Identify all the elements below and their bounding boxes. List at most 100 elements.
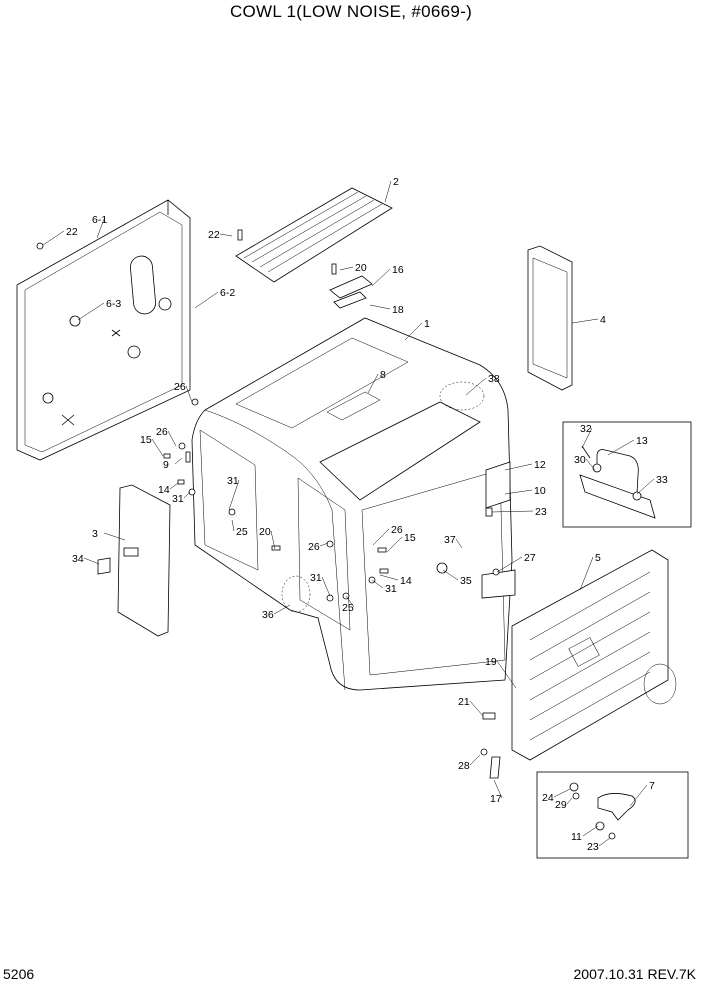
leader-line-c-5 bbox=[579, 556, 594, 591]
callout-c-21: 21 bbox=[458, 696, 470, 708]
callout-c-14a: 14 bbox=[158, 484, 170, 496]
leader-line-c-6-1 bbox=[96, 218, 105, 239]
leader-line-c-16 bbox=[371, 268, 391, 287]
leader-line-c-20a bbox=[339, 266, 354, 271]
leader-line-c-29 bbox=[566, 797, 573, 805]
page-number: 5206 bbox=[3, 966, 35, 982]
leader-line-c-14b bbox=[379, 574, 399, 581]
leader-line-c-31c bbox=[321, 576, 331, 597]
leader-line-c-15a bbox=[151, 438, 164, 457]
leader-line-c-19 bbox=[496, 660, 517, 689]
callout-c-23a: 23 bbox=[535, 506, 547, 518]
radiator-grille-assembly bbox=[511, 549, 677, 761]
callout-c-34: 34 bbox=[72, 553, 84, 565]
callout-c-13: 13 bbox=[636, 435, 648, 447]
leader-line-c-37 bbox=[455, 538, 463, 549]
leader-line-c-25b bbox=[345, 595, 355, 608]
callout-c-6-2: 6-2 bbox=[220, 287, 235, 299]
top-grille bbox=[235, 187, 393, 283]
leader-line-c-34 bbox=[83, 557, 100, 565]
leader-line-c-22b bbox=[219, 233, 233, 237]
detail-box-latch bbox=[536, 771, 689, 859]
page-title: COWL 1(LOW NOISE, #0669-) bbox=[229, 2, 473, 21]
callout-c-29: 29 bbox=[555, 799, 567, 811]
cowl-body bbox=[191, 317, 516, 691]
leader-line-c-27 bbox=[496, 556, 523, 573]
callout-c-5: 5 bbox=[595, 552, 601, 564]
callout-c-15a: 15 bbox=[140, 434, 152, 446]
callout-c-9: 9 bbox=[163, 459, 169, 471]
callout-c-15b: 15 bbox=[404, 532, 416, 544]
leader-line-c-18 bbox=[369, 304, 391, 310]
callout-c-31b: 31 bbox=[227, 475, 239, 487]
callout-c-1: 1 bbox=[424, 318, 430, 330]
callout-c-23b: 23 bbox=[587, 841, 599, 853]
callout-c-20a: 20 bbox=[355, 262, 367, 274]
callout-c-11: 11 bbox=[571, 831, 582, 843]
callout-c-22a: 22 bbox=[66, 226, 78, 238]
callout-c-31d: 31 bbox=[385, 583, 397, 595]
leader-line-c-31b bbox=[228, 479, 240, 511]
leader-line-c-10 bbox=[504, 489, 533, 495]
callout-c-38: 38 bbox=[488, 373, 500, 385]
leader-line-c-23b bbox=[598, 837, 611, 847]
callout-c-8: 8 bbox=[380, 369, 386, 381]
leader-line-c-26b bbox=[167, 430, 177, 447]
callout-c-16: 16 bbox=[392, 264, 404, 276]
leader-line-c-17 bbox=[493, 779, 503, 799]
leader-line-c-7 bbox=[629, 784, 648, 807]
leader-line-c-3 bbox=[103, 532, 126, 541]
callout-c-28: 28 bbox=[458, 760, 470, 772]
callout-c-18: 18 bbox=[392, 304, 404, 316]
perforated-cover-right bbox=[527, 245, 573, 391]
leader-line-c-15b bbox=[386, 536, 403, 553]
leader-line-c-21 bbox=[469, 700, 484, 717]
callout-c-19: 19 bbox=[485, 656, 497, 668]
callout-c-26a: 26 bbox=[174, 381, 186, 393]
callout-c-26b: 26 bbox=[156, 426, 168, 438]
callout-c-7: 7 bbox=[649, 780, 655, 792]
leader-line-c-26d bbox=[319, 542, 329, 547]
callout-c-6-1: 6-1 bbox=[92, 214, 107, 226]
callout-c-25a: 25 bbox=[236, 526, 248, 538]
leader-line-c-2 bbox=[384, 180, 392, 203]
leader-line-c-30 bbox=[585, 458, 596, 471]
leader-line-c-9 bbox=[174, 457, 183, 465]
leader-line-c-22a bbox=[42, 230, 65, 246]
callout-c-22b: 22 bbox=[208, 229, 220, 241]
leader-line-c-1 bbox=[404, 322, 423, 341]
leader-line-c-26c bbox=[372, 528, 390, 546]
leader-line-c-6-3 bbox=[77, 302, 105, 321]
leader-line-c-23a bbox=[491, 510, 534, 513]
leader-line-c-36 bbox=[273, 604, 291, 615]
callout-c-31c: 31 bbox=[310, 572, 322, 584]
leader-line-c-35 bbox=[442, 569, 459, 581]
leader-line-c-20b bbox=[270, 530, 276, 550]
callout-c-3: 3 bbox=[92, 528, 98, 540]
leader-line-c-25a bbox=[231, 519, 235, 532]
leader-line-c-6-2 bbox=[194, 291, 219, 309]
revision-date: 2007.10.31 REV.7K bbox=[573, 966, 696, 982]
leader-line-c-11 bbox=[582, 825, 599, 837]
callout-c-25b: 25 bbox=[342, 602, 354, 614]
leader-line-c-31d bbox=[371, 579, 384, 589]
callout-c-30: 30 bbox=[574, 454, 586, 466]
detail-box-rod bbox=[562, 421, 692, 528]
reference-marker-38 bbox=[439, 381, 485, 411]
leader-line-c-38 bbox=[465, 377, 487, 396]
leader-line-c-31a bbox=[183, 491, 191, 499]
leader-line-c-4 bbox=[571, 318, 599, 324]
leader-line-c-28 bbox=[469, 754, 481, 766]
callout-c-35: 35 bbox=[460, 575, 472, 587]
leader-line-c-26a bbox=[185, 385, 193, 403]
callout-c-2: 2 bbox=[393, 176, 399, 188]
callout-c-6-3: 6-3 bbox=[106, 298, 121, 310]
perforated-cover-left bbox=[97, 484, 171, 637]
leader-line-c-24 bbox=[553, 788, 571, 798]
hardware-bolts bbox=[36, 229, 501, 779]
callout-c-24: 24 bbox=[542, 792, 554, 804]
callout-c-32: 32 bbox=[580, 423, 592, 435]
callout-c-26c: 26 bbox=[391, 524, 403, 536]
